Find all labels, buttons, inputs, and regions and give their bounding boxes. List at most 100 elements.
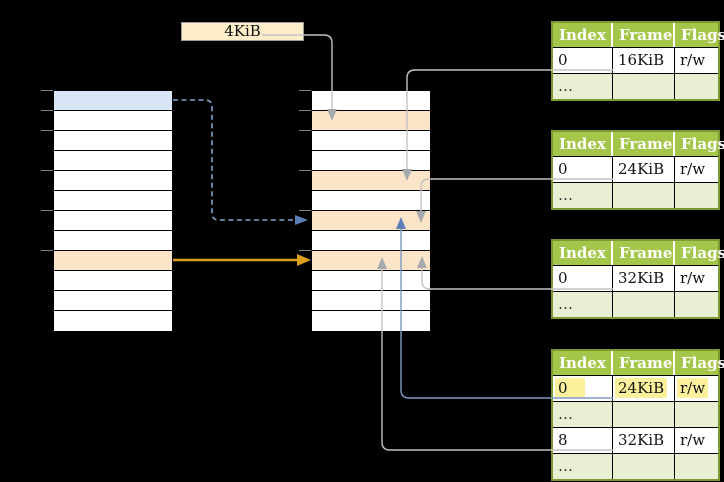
virtual-memory-row-5 <box>54 191 172 211</box>
physical-memory-row-10 <box>312 291 430 311</box>
physical-memory-row-5 <box>312 191 430 211</box>
virtual-memory-row-3 <box>54 151 172 171</box>
table-cell: 16KiB <box>613 47 675 73</box>
table-row: … <box>553 401 718 427</box>
virtual-memory-column <box>53 90 173 332</box>
column-header: Frame <box>613 132 675 156</box>
table-cell: 0 <box>553 47 613 73</box>
virtual-memory-row-6 <box>54 211 172 231</box>
table-cell: … <box>553 401 613 427</box>
table-row: … <box>553 291 718 317</box>
highlighted-value: r/w <box>677 378 709 398</box>
column-header: Index <box>553 23 613 47</box>
virtual-memory-row-10 <box>54 291 172 311</box>
physical-memory-row-4 <box>312 171 430 191</box>
arrow-virtual-page-to-frame-32kib <box>173 254 311 266</box>
physical-memory-row-6 <box>312 211 430 231</box>
physical-memory-row-9 <box>312 271 430 291</box>
physical-memory-tick <box>299 210 311 211</box>
table-cell: … <box>553 291 613 317</box>
table-cell: r/w <box>675 375 718 401</box>
virtual-memory-row-11 <box>54 311 172 331</box>
table-cell <box>675 73 718 99</box>
table-cell: 8 <box>553 427 613 453</box>
table-row: … <box>553 182 718 208</box>
column-header: Frame <box>613 351 675 375</box>
column-header: Flags <box>675 351 724 375</box>
virtual-memory-row-8 <box>54 251 172 271</box>
table-cell: 0 <box>553 156 613 182</box>
page-size-label-text: 4KiB <box>224 22 261 40</box>
physical-memory-row-8 <box>312 251 430 271</box>
table-cell <box>613 73 675 99</box>
highlighted-value: 0 <box>555 378 585 398</box>
table-cell <box>675 182 718 208</box>
physical-memory-tick <box>299 170 311 171</box>
virtual-memory-tick <box>41 210 53 211</box>
table-cell: r/w <box>675 47 718 73</box>
table-cell: … <box>553 182 613 208</box>
virtual-memory-tick <box>41 110 53 111</box>
virtual-memory-row-1 <box>54 111 172 131</box>
table-cell <box>613 401 675 427</box>
highlighted-value: 24KiB <box>615 378 668 398</box>
physical-memory-row-1 <box>312 111 430 131</box>
physical-memory-tick <box>299 130 311 131</box>
column-header: Flags <box>675 132 724 156</box>
virtual-memory-row-7 <box>54 231 172 251</box>
physical-memory-tick <box>299 110 311 111</box>
table-cell <box>613 453 675 479</box>
virtual-memory-tick <box>41 250 53 251</box>
physical-memory-row-2 <box>312 131 430 151</box>
table-cell <box>613 291 675 317</box>
table-cell: … <box>553 73 613 99</box>
physical-memory-row-11 <box>312 311 430 331</box>
physical-memory-column <box>311 90 431 332</box>
column-header: Frame <box>613 241 675 265</box>
column-header: Index <box>553 241 613 265</box>
table-cell <box>675 401 718 427</box>
table-row: … <box>553 453 718 479</box>
table-row: … <box>553 73 718 99</box>
column-header: Index <box>553 132 613 156</box>
table-cell: … <box>553 453 613 479</box>
table-cell: r/w <box>675 427 718 453</box>
virtual-memory-tick <box>41 130 53 131</box>
table-cell: 0 <box>553 265 613 291</box>
arrow-virtual-page-to-frame-24kib <box>173 99 308 225</box>
column-header: Index <box>553 351 613 375</box>
virtual-memory-row-9 <box>54 271 172 291</box>
virtual-memory-tick <box>41 90 53 91</box>
table-cell <box>675 453 718 479</box>
virtual-memory-row-0 <box>54 91 172 111</box>
physical-memory-row-7 <box>312 231 430 251</box>
column-header: Frame <box>613 23 675 47</box>
virtual-memory-row-4 <box>54 171 172 191</box>
column-header: Flags <box>675 241 724 265</box>
table-cell: 0 <box>553 375 613 401</box>
table-cell: 24KiB <box>613 156 675 182</box>
physical-memory-tick <box>299 250 311 251</box>
table-cell <box>613 182 675 208</box>
page-size-label: 4KiB <box>181 22 304 41</box>
table-cell: r/w <box>675 265 718 291</box>
physical-memory-row-0 <box>312 91 430 111</box>
table-cell: 32KiB <box>613 265 675 291</box>
table-cell: r/w <box>675 156 718 182</box>
physical-memory-row-3 <box>312 151 430 171</box>
table-cell: 24KiB <box>613 375 675 401</box>
table-cell: 32KiB <box>613 427 675 453</box>
virtual-memory-tick <box>41 170 53 171</box>
